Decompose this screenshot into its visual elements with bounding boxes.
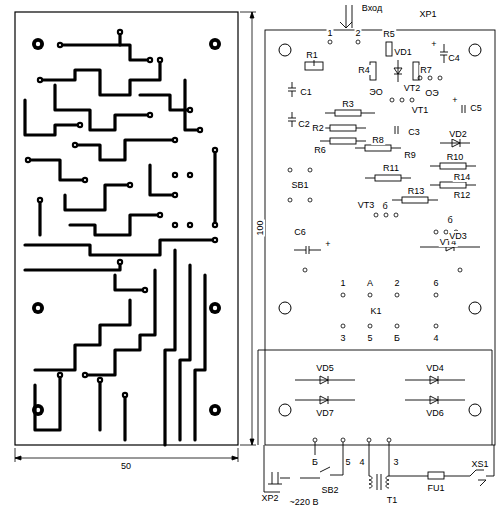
part-label: C2 [297, 119, 311, 129]
part-label: 1 [326, 28, 333, 38]
part-label: R4 [357, 65, 371, 75]
part-label: SB1 [290, 180, 309, 190]
part-label: 4 [432, 333, 439, 343]
part-label: 3 [339, 333, 346, 343]
part-label: R5 [382, 29, 396, 39]
part-label: R11 [382, 163, 400, 173]
part-label: 3 [392, 457, 399, 467]
part-label: R13 [407, 186, 426, 196]
part-label: VD2 [448, 129, 468, 139]
part-label: C4 [447, 53, 461, 63]
part-label: K1 [369, 306, 382, 316]
part-label: ЭО [368, 87, 383, 97]
part-label: R8 [371, 135, 385, 145]
part-label: 50 [120, 461, 132, 471]
part-label: C5 [469, 103, 483, 113]
part-label: R2 [311, 123, 325, 133]
part-label: R3 [341, 99, 355, 109]
part-label: + [430, 39, 437, 49]
part-label: 5 [366, 333, 373, 343]
part-label: 2 [354, 28, 361, 38]
part-label: R12 [453, 190, 472, 200]
part-label: ОЭ [424, 88, 439, 98]
part-label: XS1 [470, 459, 489, 469]
part-label: ~220 В [289, 497, 320, 507]
part-label: VD6 [425, 408, 445, 418]
part-label: 6 [432, 278, 439, 288]
part-label: + [451, 95, 458, 105]
part-label: 2 [393, 278, 400, 288]
part-label: SB2 [320, 485, 339, 495]
component-board [258, 5, 495, 492]
part-label: R10 [446, 152, 465, 162]
part-label: VD1 [393, 47, 413, 57]
part-label: R6 [313, 145, 327, 155]
part-label: Б [393, 333, 401, 343]
part-label: C6 [293, 227, 307, 237]
part-label: 100 [255, 219, 265, 236]
part-label: R7 [419, 65, 433, 75]
part-label: R14 [453, 172, 472, 182]
part-label: VD3 [448, 231, 468, 241]
part-label: б [446, 215, 453, 225]
part-label: + [324, 239, 331, 249]
part-label: XP2 [260, 493, 279, 503]
part-label: VD7 [315, 408, 335, 418]
part-label: C3 [407, 127, 421, 137]
part-label: VD5 [315, 363, 335, 373]
part-label: 5 [344, 457, 351, 467]
part-label: 1 [339, 278, 346, 288]
part-label: Вход [361, 3, 383, 13]
part-label: б [381, 201, 388, 211]
part-label: A [366, 278, 374, 288]
part-label: T1 [386, 495, 399, 505]
part-label: VT2 [403, 83, 422, 93]
part-label: VT3 [357, 200, 376, 210]
part-label: C1 [299, 87, 313, 97]
part-label: R9 [403, 150, 417, 160]
dimension-lines [15, 12, 256, 462]
copper-board [15, 12, 238, 445]
part-label: FU1 [426, 483, 445, 493]
part-label: VD4 [425, 363, 445, 373]
part-label: XP1 [418, 9, 437, 19]
part-label: 4 [358, 457, 365, 467]
part-label: R1 [305, 50, 319, 60]
part-label: VT1 [411, 105, 430, 115]
part-label: Б [311, 457, 319, 467]
